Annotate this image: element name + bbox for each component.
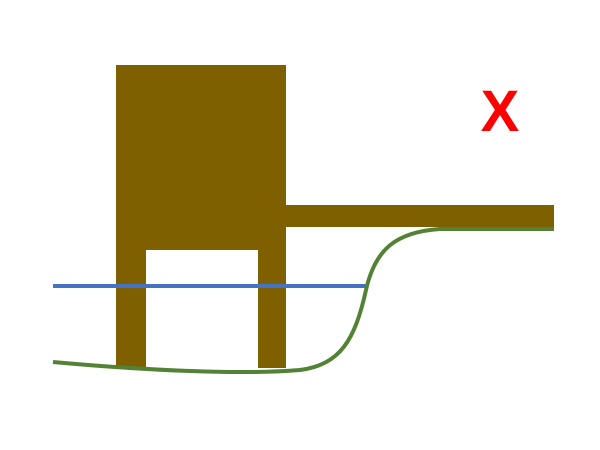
horizontal-beam (286, 205, 554, 227)
tower-structure (116, 65, 286, 368)
x-mark-label: X (481, 79, 520, 144)
ground-line (52, 227, 554, 374)
